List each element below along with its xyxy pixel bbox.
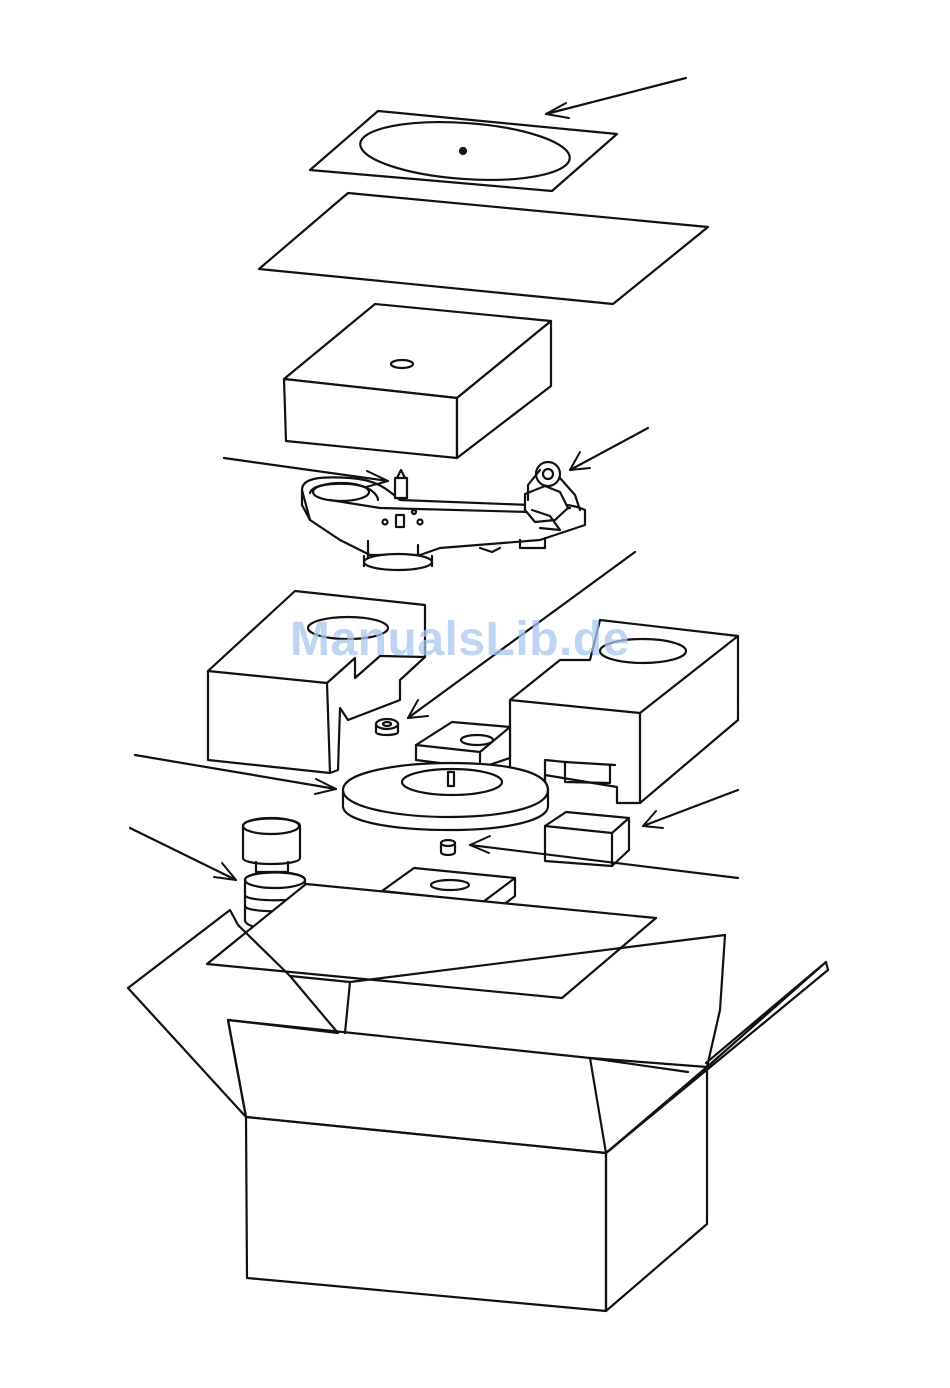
small-foam-block [545, 812, 629, 866]
arrow-tonearm [570, 428, 648, 470]
spacer-block [416, 722, 510, 768]
arrow-counterweight [130, 828, 236, 880]
arrow-small-foam [643, 790, 738, 828]
arrow-platter-mat [546, 78, 686, 118]
platter [343, 763, 548, 830]
turntable-chassis-with-tonearm [302, 462, 585, 570]
bearing-part [441, 840, 455, 855]
cover-sheet [259, 193, 708, 304]
foam-block-top [284, 304, 551, 458]
platter-mat-sheet [310, 111, 617, 191]
watermark-text: ManualsLib.de [290, 612, 670, 672]
small-ring-part [376, 719, 398, 735]
